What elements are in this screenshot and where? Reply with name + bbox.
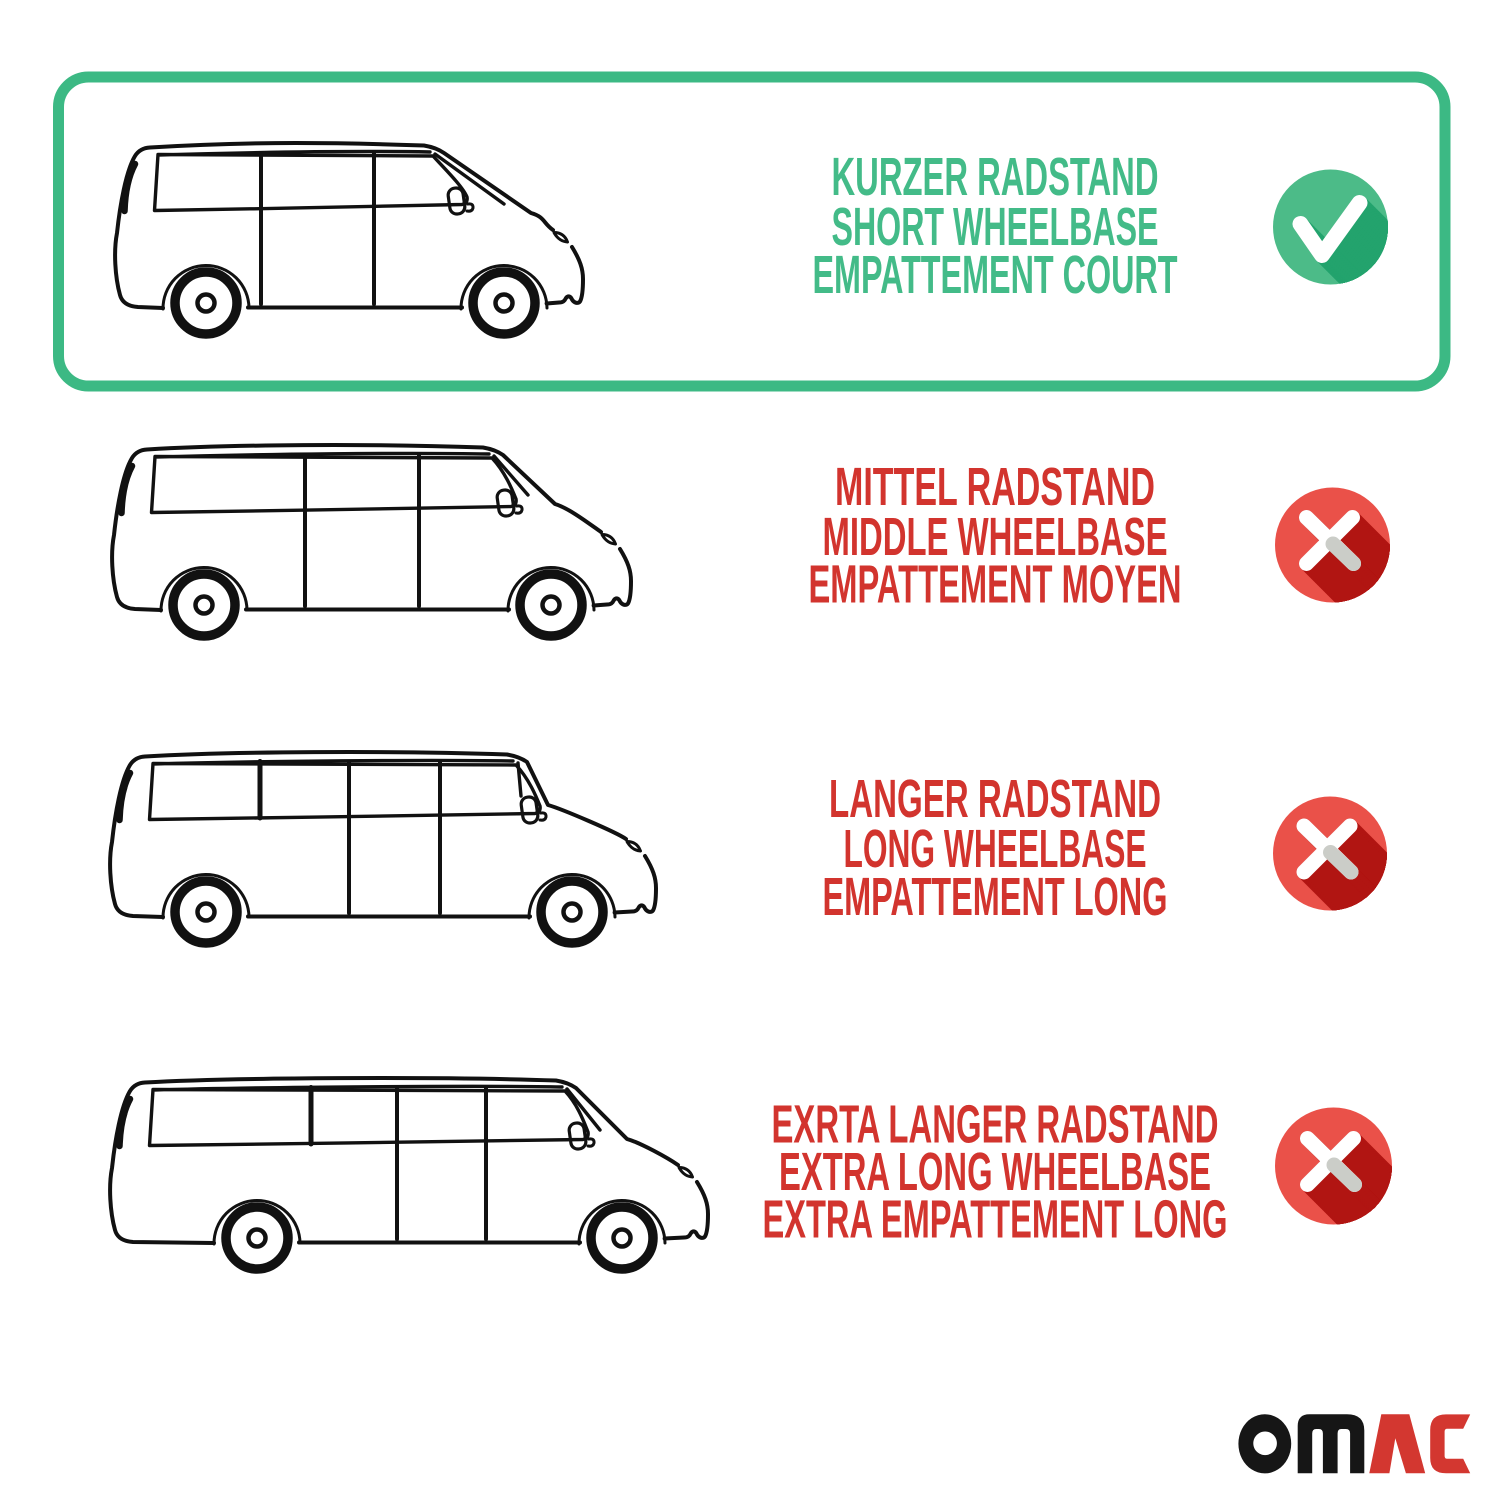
- svg-text:EXRTA LANGER RADSTAND: EXRTA LANGER RADSTAND: [772, 1095, 1219, 1155]
- svg-text:MITTEL RADSTAND: MITTEL RADSTAND: [835, 457, 1155, 517]
- svg-text:EMPATTEMENT MOYEN: EMPATTEMENT MOYEN: [809, 555, 1182, 615]
- svg-text:EMPATTEMENT COURT: EMPATTEMENT COURT: [813, 245, 1178, 305]
- svg-text:MIDDLE WHEELBASE: MIDDLE WHEELBASE: [823, 507, 1168, 567]
- svg-text:EXTRA EMPATTEMENT LONG: EXTRA EMPATTEMENT LONG: [763, 1190, 1228, 1250]
- svg-text:SHORT WHEELBASE: SHORT WHEELBASE: [832, 197, 1159, 257]
- svg-text:LANGER RADSTAND: LANGER RADSTAND: [829, 769, 1161, 829]
- svg-text:LONG WHEELBASE: LONG WHEELBASE: [844, 819, 1147, 879]
- svg-text:KURZER RADSTAND: KURZER RADSTAND: [832, 147, 1159, 207]
- svg-text:EMPATTEMENT LONG: EMPATTEMENT LONG: [823, 867, 1168, 927]
- svg-text:EXTRA LONG WHEELBASE: EXTRA LONG WHEELBASE: [779, 1142, 1211, 1202]
